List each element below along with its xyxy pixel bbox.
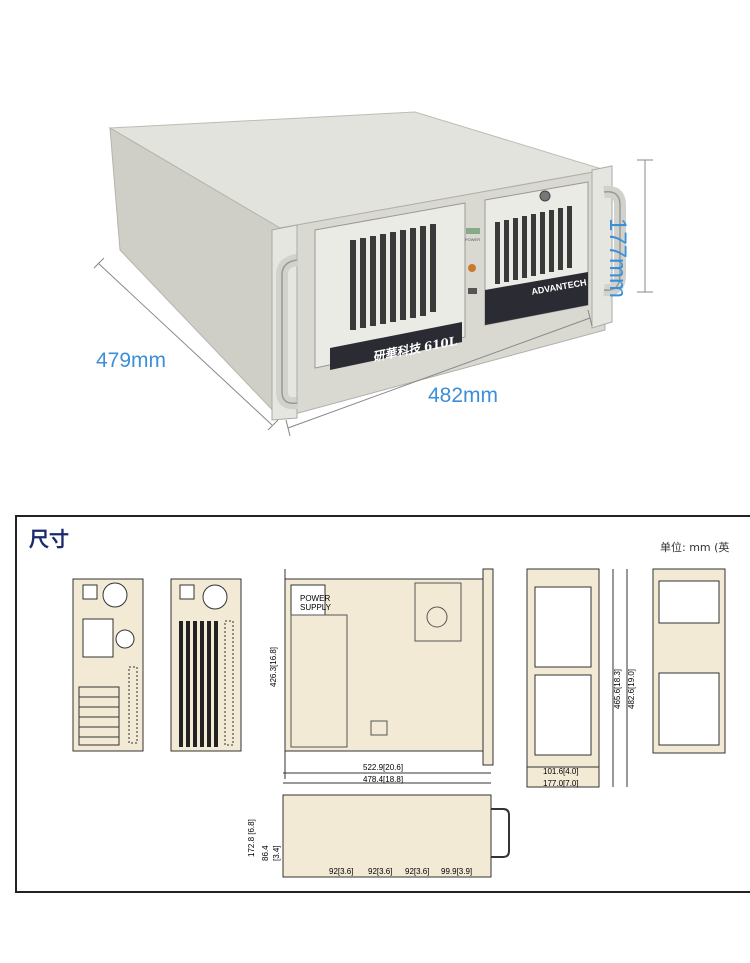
dim-522: 522.9[20.6]: [363, 763, 404, 772]
power-supply-label-1: POWER: [300, 594, 331, 603]
unit-note: 单位: mm (英: [660, 541, 730, 554]
power-supply-label-2: SUPPLY: [300, 603, 331, 612]
dim-99: 99.9[3.9]: [441, 867, 473, 876]
dim-86: 86.4: [261, 845, 270, 861]
dim-482: 482.6[19.0]: [627, 668, 636, 709]
width-dimension-label: 482mm: [428, 384, 499, 407]
depth-dimension-label: 479mm: [96, 349, 167, 372]
top-view: [284, 568, 494, 779]
dim-101: 101.6[4.0]: [543, 767, 579, 776]
dimension-drawings: [72, 568, 726, 878]
dim-92-c: 92[3.6]: [405, 867, 430, 876]
dimensions-panel: 尺寸 单位: mm (英: [15, 515, 750, 893]
rear-view-1: [72, 578, 144, 752]
chassis-illustration: [93, 111, 653, 437]
front-view: [526, 568, 628, 788]
side-view: [652, 568, 726, 754]
dim-426: 426.3[16.8]: [269, 646, 278, 687]
rear-view-2: [170, 578, 242, 752]
dim-478: 478.4[18.8]: [363, 775, 404, 784]
dim-92-a: 92[3.6]: [329, 867, 354, 876]
height-dimension-label: 177mm: [604, 218, 631, 299]
left-door-vents: [350, 224, 436, 330]
dim-177: 177.0[7.0]: [543, 779, 579, 788]
lock-icon: [539, 190, 551, 202]
right-door-vents: [495, 206, 572, 284]
dim-3-4: [3.4]: [272, 845, 281, 861]
power-indicator-label: POWER: [465, 237, 481, 242]
dim-465: 465.6[18.3]: [613, 668, 622, 709]
bottom-view: [282, 772, 510, 878]
dim-92-b: 92[3.6]: [368, 867, 393, 876]
dim-172: 172.8 [6.8]: [247, 819, 256, 857]
section-title: 尺寸: [29, 527, 69, 551]
